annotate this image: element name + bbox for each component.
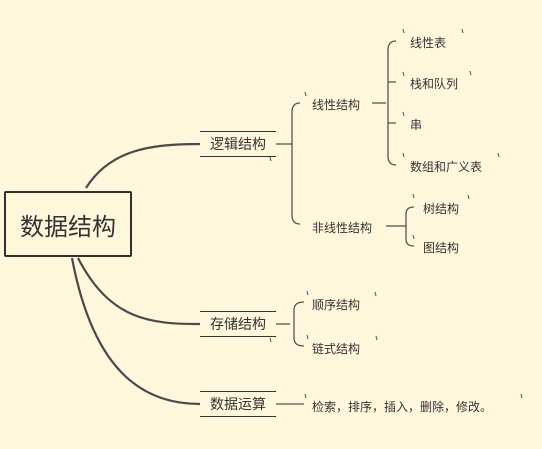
nonlinear-item-node[interactable]: 图结构 <box>419 237 463 258</box>
root-node[interactable]: 数据结构 <box>4 191 132 257</box>
operations-desc-node[interactable]: 检索，排序，插入，删除，修改。 <box>308 396 496 417</box>
linear-structure-node[interactable]: 线性结构 <box>308 94 364 115</box>
operations-desc-label: 检索，排序，插入，删除，修改。 <box>312 400 493 414</box>
nonlinear-structure-node[interactable]: 非线性结构 <box>308 217 376 238</box>
linear-item-label: 数组和广义表 <box>410 160 483 174</box>
storage-item-label: 链式结构 <box>312 342 361 356</box>
bracket-logic <box>291 102 301 225</box>
nonlinear-item-label: 图结构 <box>423 241 460 255</box>
connector-root-ops <box>70 257 201 406</box>
linear-structure-label: 线性结构 <box>312 98 361 112</box>
linear-item-node[interactable]: 数组和广义表 <box>406 156 486 177</box>
nonlinear-item-node[interactable]: 树结构 <box>419 198 463 219</box>
nonlinear-structure-label: 非线性结构 <box>312 221 373 235</box>
logic-structure-label: 逻辑结构 <box>210 137 266 153</box>
linear-item-label: 线性表 <box>410 36 447 50</box>
linear-item-label: 串 <box>410 118 423 132</box>
storage-structure-node[interactable]: 存储结构 <box>200 311 276 337</box>
bracket-linear <box>387 40 397 166</box>
linear-item-node[interactable]: 线性表 <box>406 32 450 53</box>
linear-item-node[interactable]: 栈和队列 <box>406 73 462 94</box>
linear-item-label: 栈和队列 <box>410 77 459 91</box>
data-operation-node[interactable]: 数据运算 <box>200 391 276 417</box>
logic-structure-node[interactable]: 逻辑结构 <box>200 131 276 157</box>
storage-item-node[interactable]: 顺序结构 <box>308 294 364 315</box>
storage-item-node[interactable]: 链式结构 <box>308 338 364 359</box>
connector-root-storage <box>77 257 201 326</box>
bracket-storage <box>293 301 305 347</box>
root-label: 数据结构 <box>20 212 116 241</box>
connector-root-logic <box>85 142 201 189</box>
bracket-nonlinear <box>405 206 415 247</box>
linear-item-node[interactable]: 串 <box>406 114 426 135</box>
data-operation-label: 数据运算 <box>210 397 266 413</box>
nonlinear-item-label: 树结构 <box>423 202 460 216</box>
storage-item-label: 顺序结构 <box>312 298 361 312</box>
storage-structure-label: 存储结构 <box>210 317 266 333</box>
